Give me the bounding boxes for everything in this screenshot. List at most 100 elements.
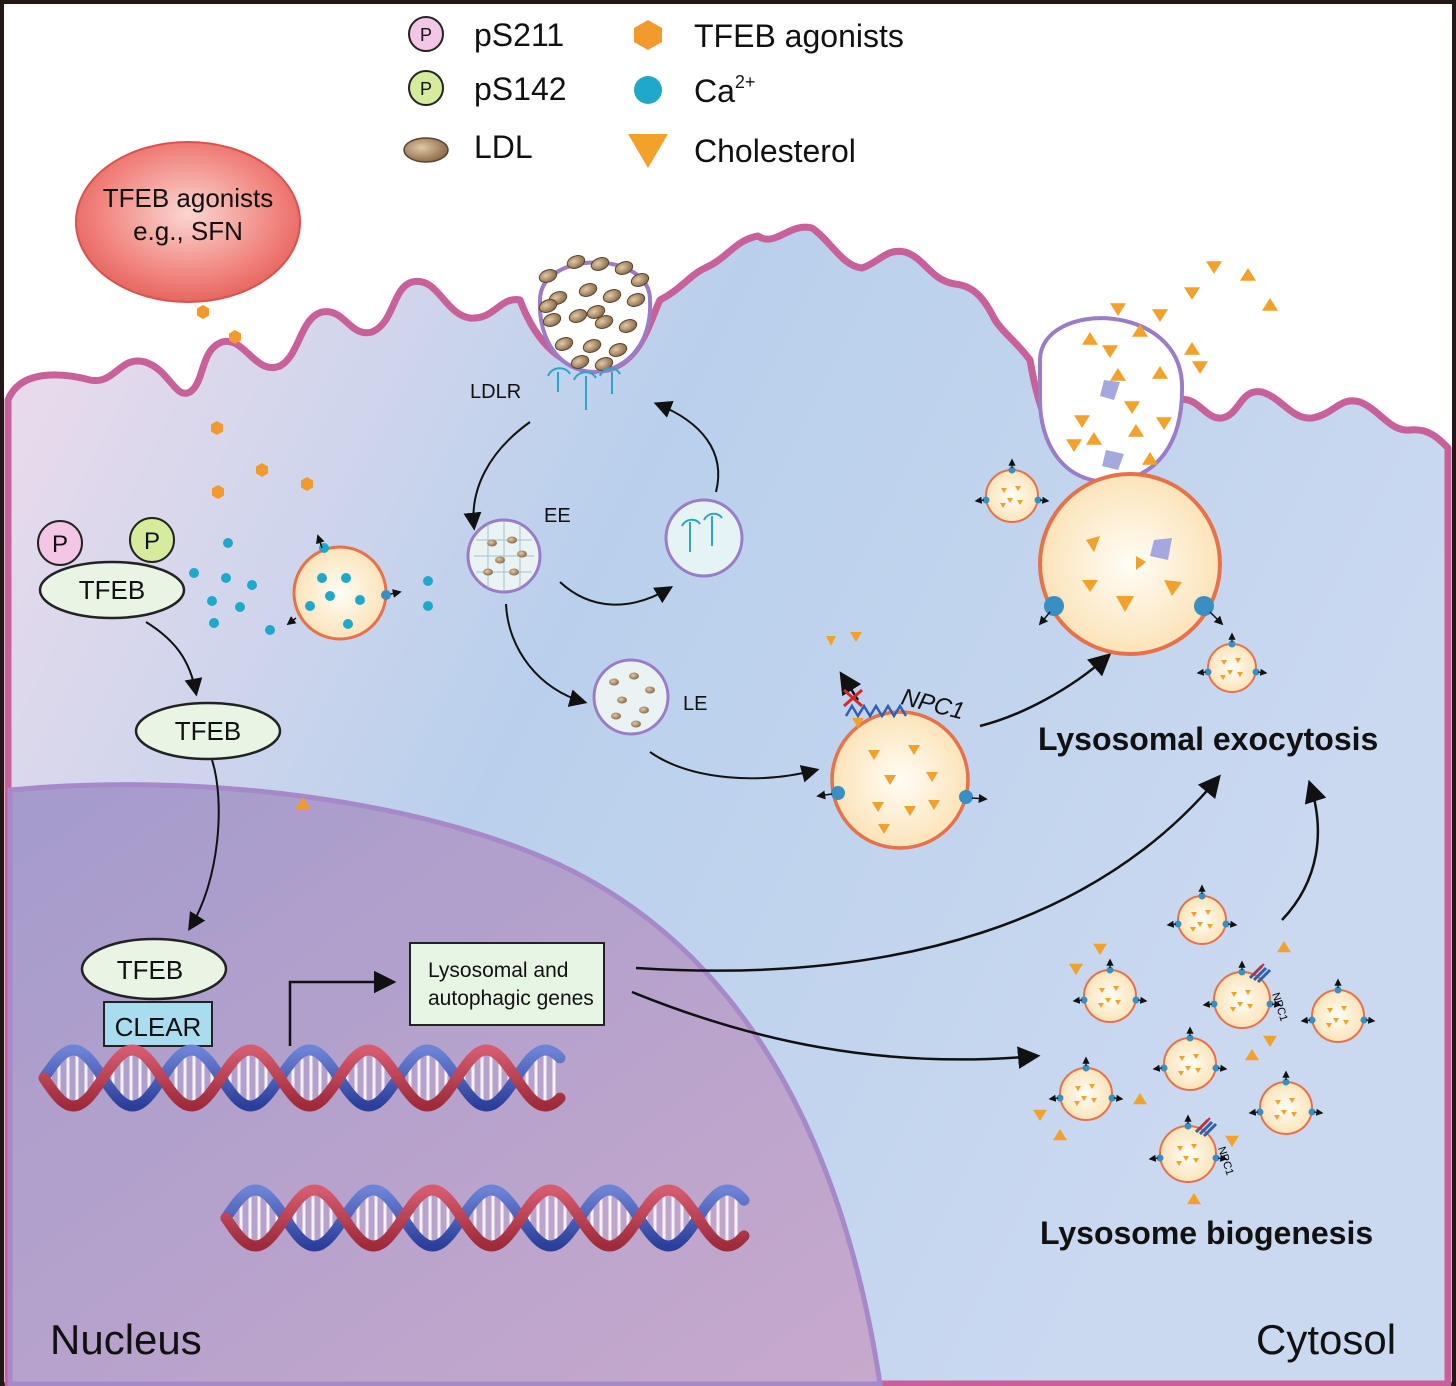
- calcium-ion: [223, 538, 233, 548]
- small-lysosome: [1166, 884, 1238, 945]
- legend-ps142-label: pS142: [474, 71, 567, 107]
- cytosol-label: Cytosol: [1256, 1316, 1396, 1363]
- small-lysosome: [1300, 978, 1376, 1043]
- dna-helix-upper: [38, 1044, 566, 1112]
- cholesterol-particle: [1152, 309, 1168, 322]
- dna-helix-lower: [220, 1184, 750, 1252]
- released-cholesterol: [1066, 261, 1278, 465]
- agonist-particle: [295, 797, 311, 810]
- cholesterol-particle: [1192, 361, 1208, 374]
- calcium-ion: [207, 596, 217, 606]
- ldl-particle: [594, 315, 614, 329]
- cholesterol-legend-icon: [628, 134, 668, 168]
- genes-to-exocytosis-arrow: [635, 774, 1221, 972]
- calcium-particles: [189, 538, 433, 635]
- legend-agonists-label: TFEB agonists: [694, 18, 904, 54]
- legend-calcium-label: Ca2+: [694, 72, 755, 109]
- calcium-ion: [423, 601, 433, 611]
- exocytosing-lysosome: [1038, 472, 1224, 656]
- calcium-ion: [209, 618, 219, 628]
- p-letter: P: [52, 531, 68, 558]
- small-lysosome: [1196, 632, 1268, 693]
- calcium-ion: [265, 625, 275, 635]
- legend: P pS211 P pS142 LDL TFEB agonists Ca2+ C…: [403, 16, 904, 169]
- agonist-particle: [256, 463, 268, 477]
- cholesterol-particle: [1069, 963, 1083, 975]
- dna-strand-red: [38, 1044, 566, 1112]
- early-endosome: [466, 518, 542, 594]
- genes-box: Lysosomal and autophagic genes: [409, 942, 605, 1026]
- tfeb-label-cytoplasm: TFEB: [79, 575, 145, 605]
- ldl-particle: [582, 339, 602, 353]
- agonist-particle: [211, 421, 223, 435]
- calcium-ion: [247, 580, 257, 590]
- ldl-particles: [538, 255, 650, 371]
- small-lysosome: [1048, 1056, 1124, 1121]
- legend-ldl-label: LDL: [474, 129, 533, 165]
- agonist-legend-icon: [634, 20, 662, 50]
- tfeb-label-translocating: TFEB: [175, 716, 241, 746]
- ldl-legend-icon: [403, 137, 449, 163]
- cholesterol-particle: [1128, 424, 1144, 437]
- cholesterol-particle: [1152, 366, 1168, 379]
- biogenesis-to-exocytosis-arrow: [1281, 779, 1327, 921]
- cholesterol-particle: [1206, 261, 1222, 274]
- ldl-particle: [586, 305, 606, 319]
- nucleus-label: Nucleus: [50, 1316, 202, 1363]
- ps142-phospho-badge: [129, 517, 175, 563]
- agonist-particles: [197, 305, 313, 499]
- ldl-particle: [630, 273, 650, 287]
- ee-to-le-arrow: [505, 603, 588, 707]
- p-letter: P: [420, 25, 432, 45]
- p-letter: P: [144, 528, 160, 555]
- calcium-ion: [189, 568, 199, 578]
- tfeb-dephosphorylation-arrow: [145, 621, 203, 697]
- cholesterol-particle: [1156, 417, 1172, 430]
- ldl-particle: [626, 293, 646, 307]
- released-lipid-fragments: [1100, 380, 1124, 470]
- cholesterol-particle: [1142, 452, 1158, 465]
- small-lysosome: [1248, 1070, 1324, 1135]
- genes-box-line1: Lysosomal and: [428, 959, 568, 982]
- cholesterol-particle: [1184, 287, 1200, 300]
- ee-label: EE: [544, 505, 571, 527]
- ldl-particle: [570, 355, 590, 369]
- agonist-particle: [229, 330, 241, 344]
- calcium-legend-icon: [634, 76, 662, 104]
- ps142-legend-icon: P: [408, 70, 444, 106]
- ldl-particle: [542, 313, 562, 327]
- cholesterol-particle: [1262, 298, 1278, 311]
- lysosome-to-exocytosis-arrow: [979, 653, 1112, 728]
- agonist-bubble: TFEB agonists e.g., SFN: [75, 141, 301, 303]
- ps211-legend-icon: P: [408, 16, 444, 52]
- biogenesis-cholesterol: [1033, 941, 1291, 1205]
- ee-to-recycling-arrow: [559, 581, 674, 606]
- tfeb-translocating: TFEB: [134, 701, 282, 761]
- cholesterol-particle: [1102, 345, 1118, 358]
- ldlr-label: LDLR: [470, 381, 521, 403]
- cholesterol-particle: [1187, 1193, 1201, 1205]
- ldlr-receptors: [547, 367, 621, 410]
- cholesterol-particle: [1086, 432, 1102, 445]
- ldl-particle: [602, 289, 622, 303]
- legend-cholesterol-label: Cholesterol: [694, 133, 856, 169]
- genes-box-line2: autophagic genes: [428, 987, 594, 1010]
- cholesterol-particle: [1132, 324, 1148, 337]
- cholesterol-particle: [1082, 332, 1098, 345]
- transcription-arrow: [288, 970, 397, 1046]
- small-lysosome: [974, 458, 1050, 523]
- calcium-lysosome: [286, 534, 402, 641]
- clear-element: CLEAR: [103, 1001, 213, 1047]
- calcium-ion: [235, 602, 245, 612]
- ldl-particle: [578, 283, 598, 297]
- calcium-ion: [221, 573, 231, 583]
- cholesterol-particle: [1245, 1049, 1259, 1061]
- cholesterol-particle: [1110, 303, 1126, 316]
- cholesterol-particle: [1184, 342, 1200, 355]
- ldl-particle: [614, 261, 634, 275]
- ldl-particle: [538, 299, 558, 313]
- ldl-particle: [568, 309, 588, 323]
- clear-label: CLEAR: [115, 1012, 202, 1042]
- tfeb-nuclear-import-arrow: [188, 759, 220, 932]
